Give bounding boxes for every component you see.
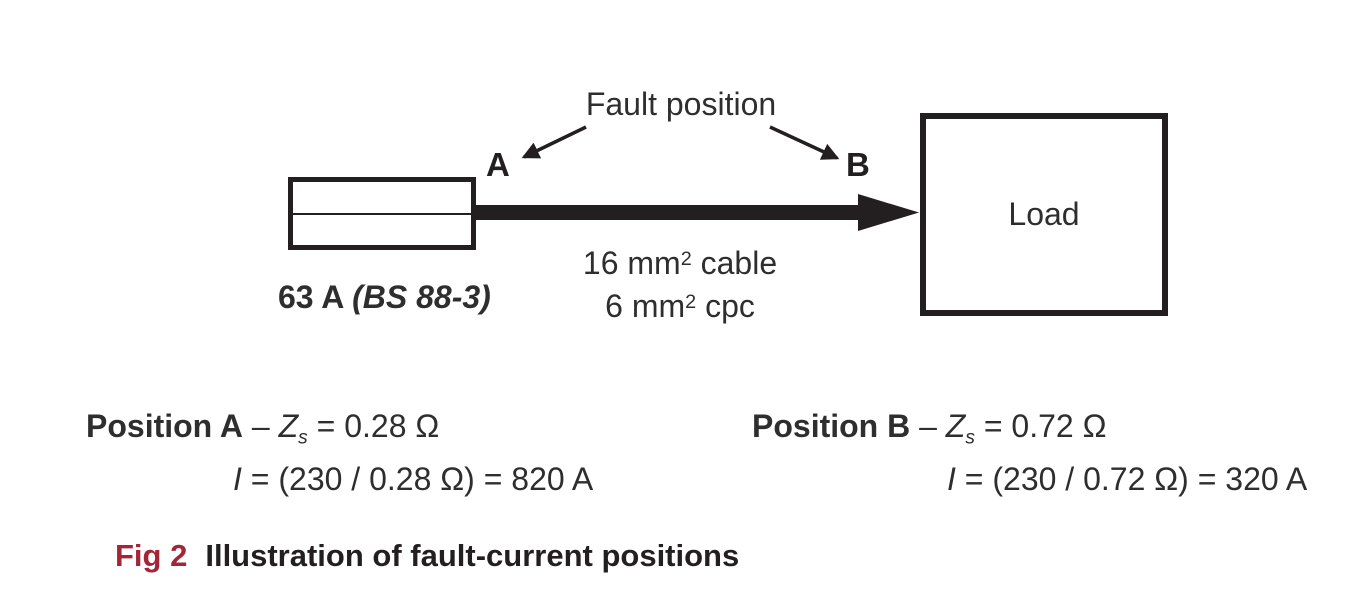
figure-caption-text: Illustration of fault-current positions <box>205 538 740 573</box>
cpc-superscript: 2 <box>685 290 697 313</box>
position-a-impedance-line: Position A – Zs = 0.28 Ω <box>86 408 440 449</box>
position-b-impedance-line: Position B – Zs = 0.72 Ω <box>752 408 1107 449</box>
position-b-equations: Position B – Zs = 0.72 Ω I = (230 / 0.72… <box>752 406 1307 499</box>
cable-superscript: 2 <box>680 248 692 270</box>
fuse-rating-label: 63 A (BS 88-3) <box>278 279 491 317</box>
load-label: Load <box>1008 195 1080 232</box>
fault-arrow-to-b-icon <box>769 125 840 160</box>
point-a-label: A <box>486 146 510 183</box>
load-box: Load <box>920 113 1168 316</box>
point-b-label: B <box>846 146 870 183</box>
fuse-symbol <box>288 177 476 250</box>
cable-annotation: 16 mm2 cable 6 mm2 cpc <box>480 240 880 326</box>
position-a-equations: Position A – Zs = 0.28 Ω I = (230 / 0.28… <box>86 406 593 499</box>
fuse-standard-value: (BS 88-3) <box>352 279 491 315</box>
fault-position-label: Fault position <box>585 86 777 122</box>
cpc-size-label: 6 mm2 cpc <box>605 287 755 324</box>
figure-number: Fig 2 <box>115 538 188 573</box>
position-a-current-line: I = (230 / 0.28 Ω) = 820 A <box>233 460 594 497</box>
fuse-rating-value: 63 A <box>278 279 353 315</box>
figure-caption: Fig 2 Illustration of fault-current posi… <box>115 538 739 574</box>
fuse-midline <box>293 212 471 215</box>
cable-size-label: 16 mm2 cable <box>582 244 778 281</box>
cable-arrow-icon <box>471 194 919 231</box>
fault-arrow-to-a-icon <box>521 125 587 159</box>
position-b-current-line: I = (230 / 0.72 Ω) = 320 A <box>947 460 1308 497</box>
